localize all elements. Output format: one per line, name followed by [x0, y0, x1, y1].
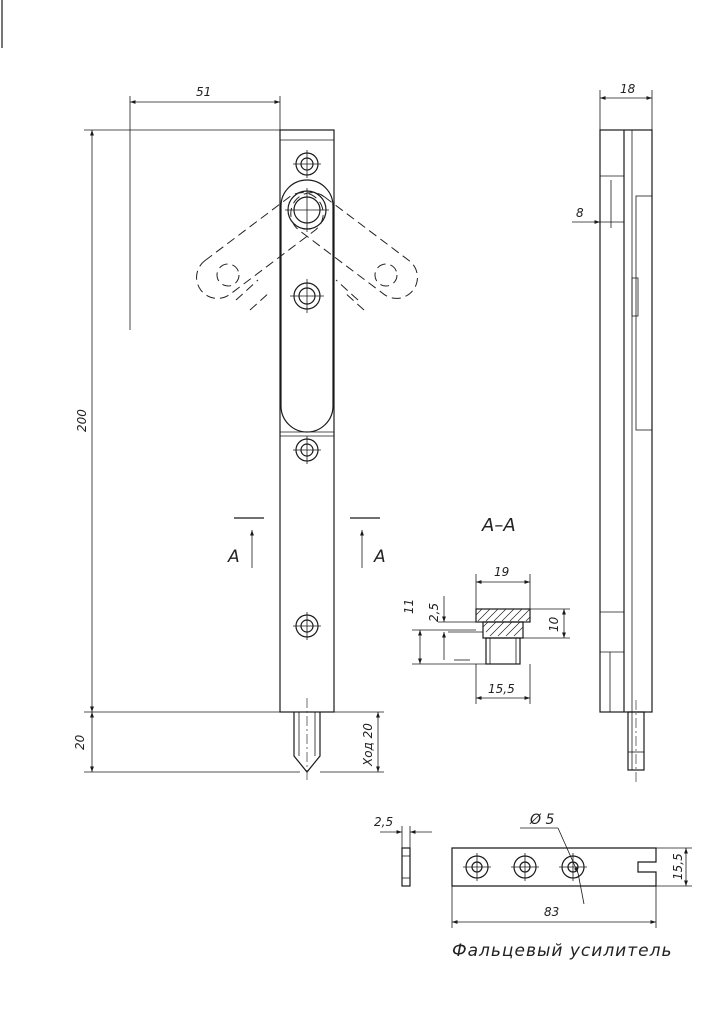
- hole-pivot: [285, 188, 329, 232]
- dim-sec-11: 11: [402, 599, 486, 665]
- hole-lower: [293, 436, 321, 464]
- dim-sec-15-5: 15,5: [475, 664, 531, 704]
- dim-plate-height: 15,5: [656, 847, 692, 887]
- dim-label-stroke: Ход 20: [361, 723, 375, 767]
- section-title: A–A: [481, 515, 516, 536]
- front-view: A A 51 200 20: [73, 85, 418, 780]
- section-marker-left: A: [227, 517, 264, 568]
- dim-label-plate-thickness: 2,5: [374, 815, 393, 829]
- dim-sec-10: 10: [523, 608, 570, 639]
- caption: Фальцевый усилитель: [452, 941, 672, 961]
- dim-label-plate-height: 15,5: [671, 853, 685, 880]
- dim-label-2-5: 2,5: [427, 603, 441, 622]
- dim-label-20: 20: [73, 734, 87, 750]
- reinforcement-plate-view: 2,5 Ø 5 83: [374, 812, 692, 961]
- dim-label-19: 19: [494, 565, 509, 579]
- dim-side-8: 8: [572, 180, 612, 228]
- dim-label-51: 51: [196, 85, 211, 99]
- plate-face: [451, 847, 657, 887]
- hole-middle: [290, 279, 324, 313]
- plate-hole-3: [559, 853, 587, 881]
- dim-label-10: 10: [547, 616, 561, 632]
- dim-label-200: 200: [75, 409, 89, 432]
- hole-top: [293, 150, 321, 178]
- section-label-left: A: [227, 547, 240, 567]
- dim-plate-thickness: 2,5: [374, 815, 432, 848]
- dim-label-hole-diameter: Ø 5: [529, 812, 554, 828]
- dim-plate-length: 83: [451, 886, 657, 928]
- plate-hole-2: [511, 853, 539, 881]
- dim-stroke: Ход 20: [320, 711, 384, 773]
- dim-bottom-20: 20: [73, 712, 300, 773]
- section-profile: [448, 608, 531, 665]
- dim-label-15-5: 15,5: [488, 682, 515, 696]
- dim-height-200: 200: [75, 129, 280, 713]
- lever-slot: [280, 179, 334, 433]
- dim-sec-19: 19: [475, 565, 531, 609]
- side-body: [599, 129, 653, 713]
- dim-sec-2-5: 2,5: [427, 596, 476, 660]
- section-label-right: A: [373, 547, 386, 567]
- dim-hole-diameter: Ø 5: [520, 812, 585, 905]
- plate-hole-1: [463, 853, 491, 881]
- section-a-a: A–A 19 11 2,5: [402, 515, 570, 704]
- section-marker-right: A: [350, 517, 386, 568]
- dim-label-8: 8: [576, 206, 584, 220]
- dim-width-51: 51: [129, 85, 281, 330]
- dim-label-18: 18: [620, 82, 636, 96]
- dim-label-11: 11: [402, 599, 416, 614]
- hole-bottom: [293, 612, 321, 640]
- lever-phantom: [196, 192, 418, 311]
- side-view: 18 8: [572, 82, 653, 784]
- plate-edge: [401, 847, 411, 887]
- dim-side-18: 18: [599, 82, 653, 130]
- dim-label-plate-length: 83: [544, 905, 559, 919]
- side-pin: [627, 711, 645, 771]
